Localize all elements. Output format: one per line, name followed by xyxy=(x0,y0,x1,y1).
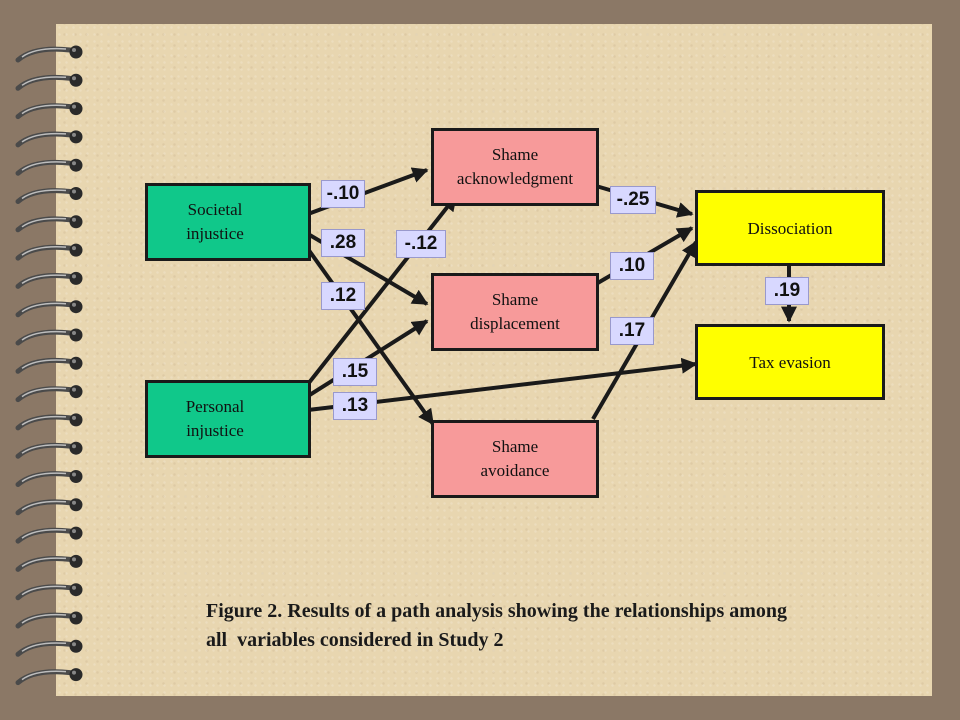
binding-ring xyxy=(15,243,83,261)
arrow-societal-to-avoidance xyxy=(306,247,435,426)
coef-societal-to-avoidance: .12 xyxy=(321,282,365,310)
coef-personal-to-displacement: .15 xyxy=(333,358,377,386)
binding-ring xyxy=(15,300,83,318)
paper-page: Societal injustice Personal injustice Sh… xyxy=(56,24,932,696)
binding-ring xyxy=(15,554,83,572)
binding-ring xyxy=(15,271,83,289)
coef-personal-to-tax-evasion: .13 xyxy=(333,392,377,420)
binding-ring xyxy=(15,45,83,63)
caption-line-2: all variables considered in Study 2 xyxy=(206,629,504,651)
binding-ring xyxy=(15,187,83,204)
coef-personal-to-acknowledgment: -.12 xyxy=(396,230,446,258)
node-tax-evasion: Tax evasion xyxy=(695,324,885,400)
binding-ring xyxy=(15,413,83,431)
binding-ring xyxy=(15,356,83,374)
binding-ring xyxy=(15,611,83,629)
coef-acknowledgment-to-dissociation: -.25 xyxy=(610,186,656,214)
binding-ring xyxy=(15,385,83,403)
node-dissociation: Dissociation xyxy=(695,190,885,266)
binding-ring xyxy=(15,158,83,176)
binding-ring xyxy=(15,102,83,120)
binding-ring xyxy=(15,498,83,516)
figure-caption: Figure 2. Results of a path analysis sho… xyxy=(206,597,926,655)
caption-line-1: Figure 2. Results of a path analysis sho… xyxy=(206,600,788,622)
coef-avoidance-to-dissociation: .17 xyxy=(610,317,654,345)
binding-ring xyxy=(15,73,83,91)
binding-ring xyxy=(15,639,83,657)
node-personal-injustice: Personal injustice xyxy=(145,380,311,458)
binding-ring xyxy=(15,526,83,544)
binding-ring xyxy=(15,583,83,601)
arrow-personal-to-acknowledgment xyxy=(306,194,458,386)
coef-societal-to-acknowledgment: -.10 xyxy=(321,180,365,208)
binding-ring xyxy=(15,668,83,686)
coef-displacement-to-dissociation: .10 xyxy=(610,252,654,280)
coef-societal-to-displacement: .28 xyxy=(321,229,365,257)
node-shame-displacement: Shame displacement xyxy=(431,273,599,351)
node-shame-acknowledgment: Shame acknowledgment xyxy=(431,128,599,206)
node-societal-injustice: Societal injustice xyxy=(145,183,311,261)
binding-ring xyxy=(15,470,83,487)
binding-ring xyxy=(15,215,83,233)
binding-ring xyxy=(15,130,83,148)
coef-dissociation-to-tax-evasion: .19 xyxy=(765,277,809,305)
binding-ring xyxy=(15,441,83,459)
binding-ring xyxy=(15,328,83,346)
spiral-binding xyxy=(15,45,83,686)
node-shame-avoidance: Shame avoidance xyxy=(431,420,599,498)
